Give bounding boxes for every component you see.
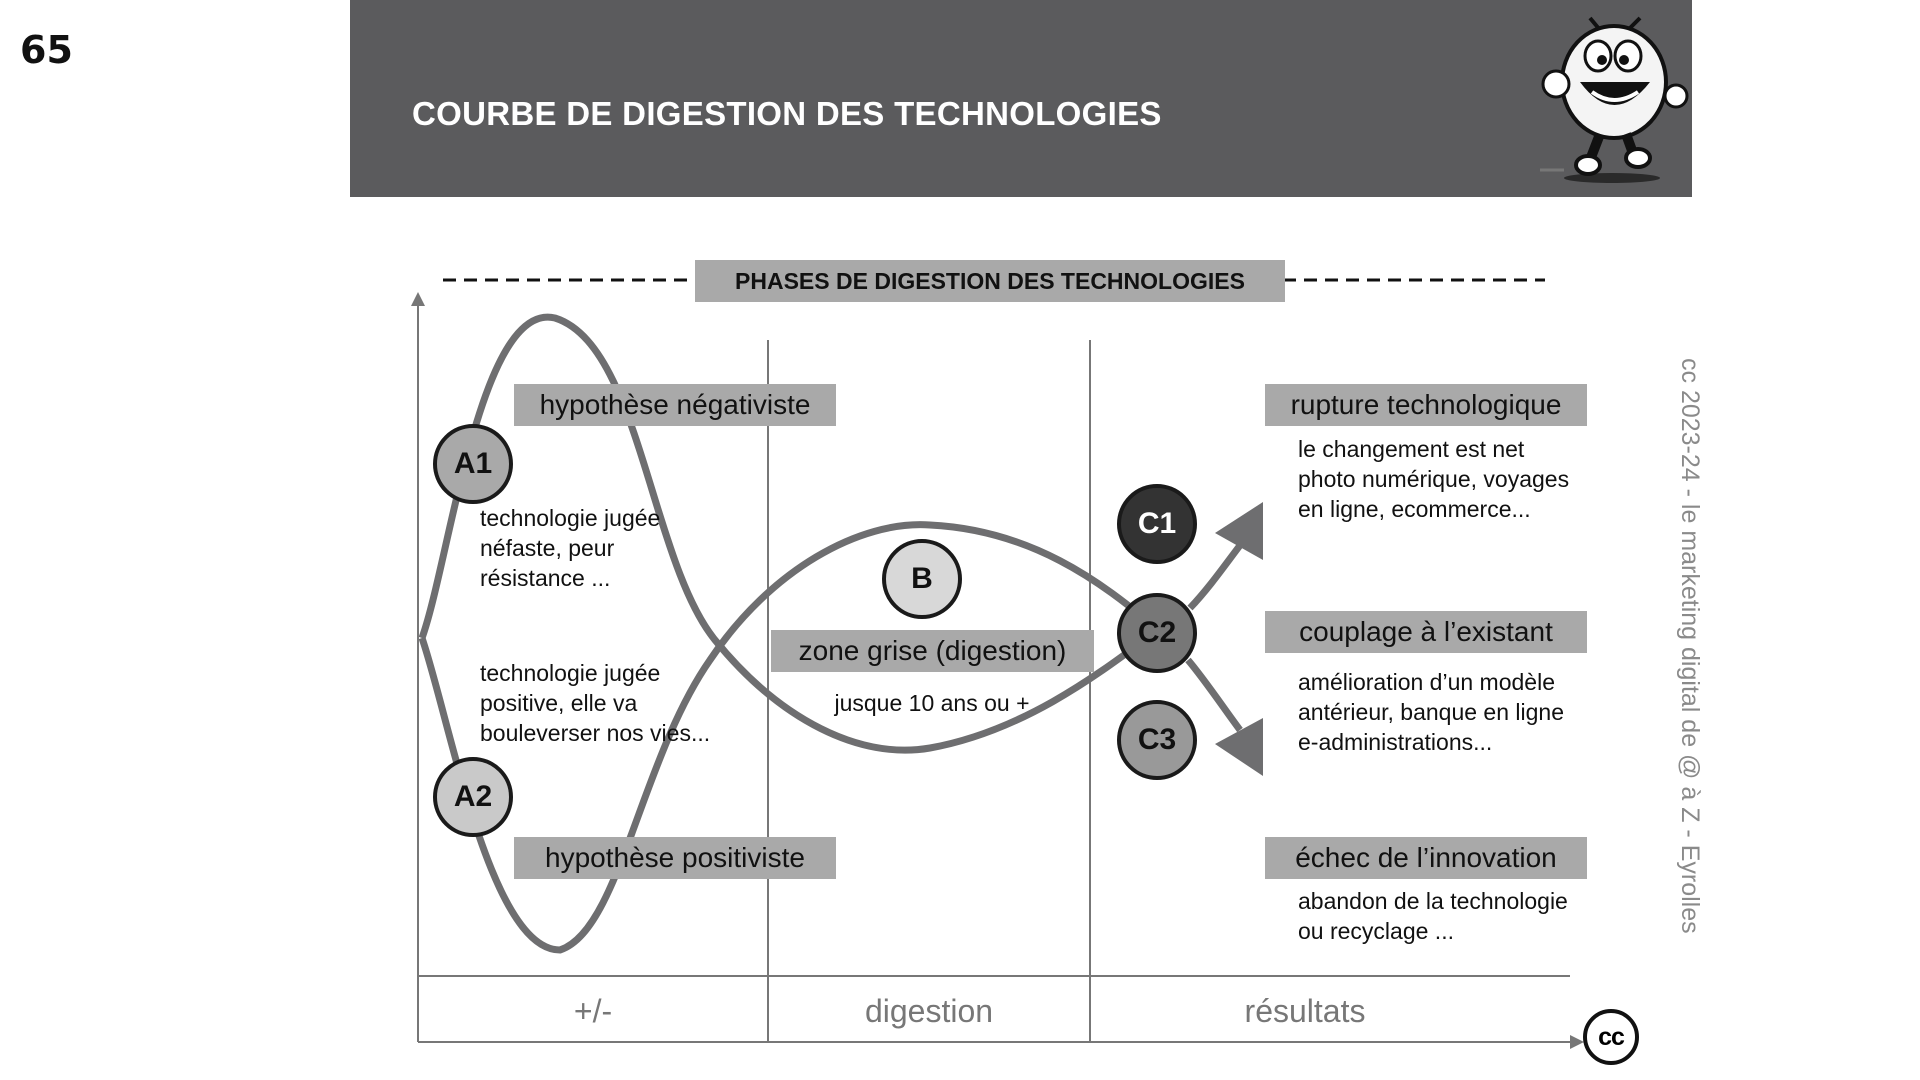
outcome-label-rupture: rupture technologique: [1265, 384, 1587, 426]
phases-title: PHASES DE DIGESTION DES TECHNOLOGIES: [695, 260, 1285, 302]
a1-description: technologie jugée néfaste, peur résistan…: [480, 503, 660, 593]
curve-positive-hypothesis: [418, 521, 1161, 954]
outcome-line: abandon de la technologie: [1298, 888, 1568, 914]
node-a1: A1: [433, 424, 513, 504]
curve-negative-hypothesis: [418, 313, 1161, 754]
outcome-line: amélioration d’un modèle: [1298, 669, 1555, 695]
column-label-digestion: digestion: [864, 993, 994, 1029]
column-label-plus-minus: +/-: [573, 993, 613, 1029]
cc-logo-icon: cc: [1583, 1009, 1639, 1065]
node-a2: A2: [433, 757, 513, 837]
outcome-label-echec: échec de l’innovation: [1265, 837, 1587, 879]
a2-line: bouleverser nos vies...: [480, 720, 711, 746]
arrow-head-c1: [1215, 502, 1263, 560]
a1-line: néfaste, peur: [480, 535, 615, 561]
header-banner: COURBE DE DIGESTION DES TECHNOLOGIES: [350, 0, 1692, 197]
node-c3: C3: [1117, 700, 1197, 780]
hypothesis-positive-label: hypothèse positiviste: [514, 837, 836, 879]
hypothesis-negative-label: hypothèse négativiste: [514, 384, 836, 426]
zone-label: zone grise (digestion): [771, 630, 1094, 672]
arrow-c3-branch: [1185, 657, 1243, 733]
node-b: B: [882, 539, 962, 619]
outcome-line: ou recyclage ...: [1298, 918, 1454, 944]
page-title: COURBE DE DIGESTION DES TECHNOLOGIES: [412, 95, 1162, 132]
a1-line: résistance ...: [480, 565, 611, 591]
a2-description: technologie jugée positive, elle va boul…: [480, 658, 710, 748]
x-axis-arrow: [1570, 1035, 1584, 1049]
a2-line: positive, elle va: [480, 690, 638, 716]
outcome-echec-description: abandon de la technologie ou recyclage .…: [1298, 886, 1568, 946]
zone-subtext: jusque 10 ans ou +: [834, 690, 1030, 716]
node-c2: C2: [1117, 593, 1197, 673]
a1-line: technologie jugée: [480, 505, 661, 531]
credit-vertical-text: cc 2023-24 - le marketing digital de @ à…: [1676, 358, 1704, 934]
page-number: 65: [20, 28, 73, 72]
outcome-label-couplage: couplage à l’existant: [1265, 611, 1587, 653]
outcome-line: en ligne, ecommerce...: [1298, 496, 1531, 522]
outcome-line: le changement est net: [1298, 436, 1525, 462]
outcome-couplage-description: amélioration d’un modèle antérieur, banq…: [1298, 667, 1564, 757]
outcome-line: e-administrations...: [1298, 729, 1493, 755]
outcome-line: photo numérique, voyages: [1298, 466, 1570, 492]
mascot-icon: [1540, 16, 1689, 183]
column-label-resultats: résultats: [1244, 993, 1366, 1029]
y-axis-arrow: [411, 292, 425, 306]
node-c1: C1: [1117, 484, 1197, 564]
a2-line: technologie jugée: [480, 660, 661, 686]
outcome-rupture-description: le changement est net photo numérique, v…: [1298, 434, 1569, 524]
outcome-line: antérieur, banque en ligne: [1298, 699, 1564, 725]
arrow-head-c3: [1215, 718, 1263, 776]
